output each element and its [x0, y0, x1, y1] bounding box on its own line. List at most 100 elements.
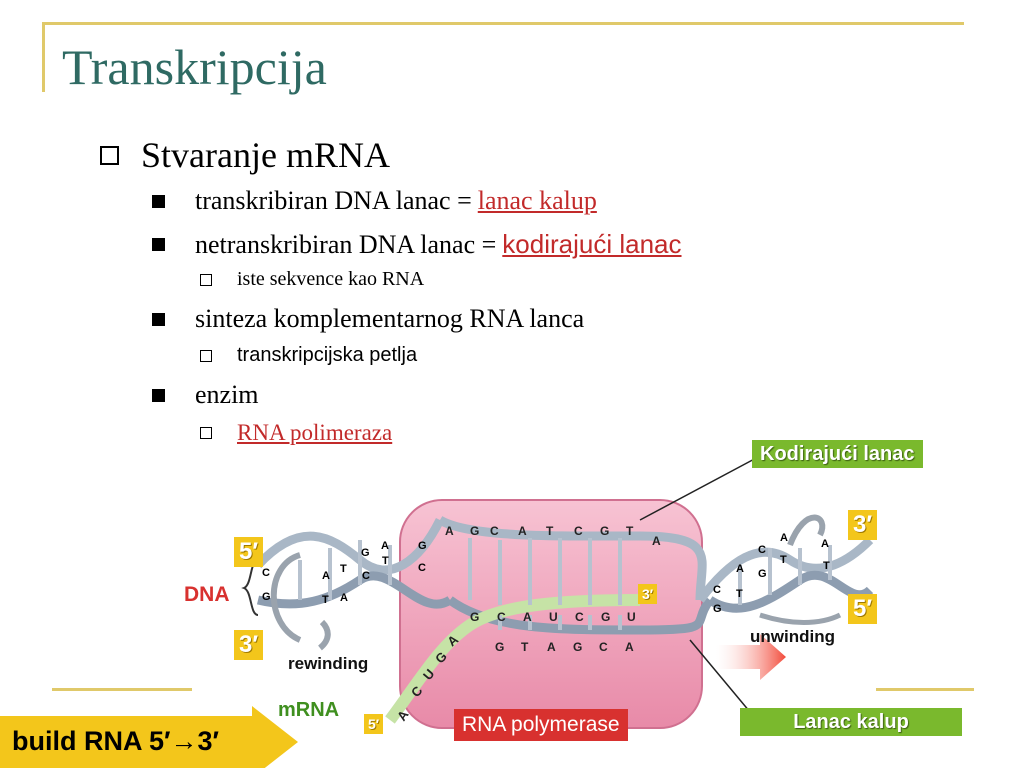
base-letter: T: [546, 524, 554, 538]
build-direction-label: build RNA 5′→3′: [12, 726, 219, 756]
helix-letter: C: [362, 570, 370, 582]
rna-letter: G: [470, 610, 480, 624]
sub-bullet-same-sequence: iste sekvence kao RNA: [200, 268, 424, 291]
right-helix-strand-bottom: [707, 570, 874, 613]
base-letter: A: [518, 524, 527, 538]
helix-letter: T: [780, 554, 787, 566]
checkbox-bullet-icon: [200, 427, 212, 439]
template-strand-link[interactable]: lanac kalup: [477, 186, 597, 215]
square-bullet-icon: [152, 312, 165, 326]
bottom-right-rule: [876, 688, 974, 691]
square-bullet-icon: [152, 238, 165, 251]
helix-letter: T: [382, 555, 389, 567]
base-letter: C: [574, 524, 583, 538]
template-letter: A: [547, 640, 556, 654]
slide-title: Transkripcija: [62, 39, 327, 95]
direction-arrow: [716, 634, 786, 680]
helix-letter: G: [713, 603, 722, 615]
rna-5-end-label: 5′: [364, 714, 384, 734]
base-letter: T: [626, 524, 634, 538]
square-bullet-icon: [152, 194, 165, 208]
sub-bullet-loop: transkripcijska petlja: [200, 344, 417, 367]
helix-letter: T: [823, 560, 830, 572]
unwinding-arrow-bottom: [759, 612, 842, 625]
dna-label: DNA: [184, 583, 230, 606]
rna-polymerase-label: RNA polymerase: [454, 709, 628, 741]
rna-letter: C: [575, 610, 584, 624]
base-letter: A: [652, 534, 661, 548]
unwinding-label: unwinding: [750, 627, 835, 646]
checkbox-bullet-icon: [100, 145, 119, 165]
rewinding-label: rewinding: [288, 654, 369, 673]
rna-letter: U: [549, 610, 558, 624]
helix-letter: C: [713, 584, 721, 596]
right-top-end-label: 3′: [848, 510, 878, 540]
rna-3-end-label: 3′: [638, 584, 658, 604]
heading-row: Stvaranje mRNA: [100, 134, 390, 176]
helix-letter: A: [780, 532, 788, 544]
sub-bullet-polymerase: RNA polimeraza: [200, 420, 392, 446]
helix-letter: G: [361, 547, 370, 559]
helix-letter: G: [262, 591, 271, 603]
helix-letter: T: [322, 594, 329, 606]
sub-bullet-text: transkripcijska petlja: [237, 344, 418, 366]
rna-letter: U: [627, 610, 636, 624]
bullet-enzyme: enzim: [152, 380, 259, 410]
mrna-label: mRNA: [278, 699, 340, 721]
helix-letter: T: [340, 563, 347, 575]
base-letter: G: [600, 524, 610, 538]
helix-letter: C: [262, 567, 270, 579]
bottom-left-rule: [52, 688, 192, 691]
left-bottom-end-label: 3′: [234, 630, 264, 660]
coding-strand-label: Kodirajući lanac: [752, 440, 923, 468]
bullet-template-strand: transkribiran DNA lanac = lanac kalup: [152, 186, 597, 216]
base-pair-rungs: [298, 538, 832, 630]
helix-letter: A: [322, 570, 330, 582]
template-strand-label: Lanac kalup: [740, 708, 962, 736]
bullet-text: netranskribiran DNA lanac =: [195, 229, 497, 259]
bullet-text: sinteza komplementarnog RNA lanca: [195, 304, 585, 333]
base-letter: C: [490, 524, 499, 538]
heading-text: Stvaranje mRNA: [141, 135, 390, 175]
template-letter: C: [599, 640, 608, 654]
rewinding-arrow-left: [270, 552, 302, 643]
rna-letter: C: [497, 610, 506, 624]
left-top-end-label: 5′: [234, 537, 264, 567]
bullet-text: transkribiran DNA lanac =: [195, 186, 472, 215]
checkbox-bullet-icon: [200, 273, 212, 286]
mrna-strand: [385, 594, 641, 724]
rna-letter: A: [523, 610, 532, 624]
bullet-coding-strand: netranskribiran DNA lanac = kodirajući l…: [152, 229, 682, 260]
helix-letter: G: [418, 540, 427, 552]
sub-bullet-text: iste sekvence kao RNA: [237, 268, 425, 290]
base-letter: A: [445, 524, 454, 538]
coding-strand-link[interactable]: kodirajući lanac: [502, 229, 682, 259]
template-letter: G: [495, 640, 505, 654]
build-arrow-shape: [0, 706, 298, 768]
unwinding-arrow-top: [787, 514, 826, 547]
template-letter: T: [521, 640, 529, 654]
bullet-text: enzim: [195, 380, 259, 409]
helix-letter: A: [340, 592, 348, 604]
dna-brace: [241, 559, 259, 616]
coding-strand: [437, 516, 707, 601]
coding-callout-line: [639, 455, 761, 521]
template-letter: A: [625, 640, 634, 654]
helix-letter: A: [736, 563, 744, 575]
frame-left-rule: [42, 22, 45, 92]
helix-letter: G: [758, 568, 767, 580]
helix-letter: A: [821, 538, 829, 550]
base-letter: G: [470, 524, 480, 538]
square-bullet-icon: [152, 388, 165, 402]
template-callout-line: [689, 639, 751, 713]
right-helix-strand-top: [696, 536, 874, 603]
rna-letter: G: [601, 610, 611, 624]
bullet-synthesis: sinteza komplementarnog RNA lanca: [152, 304, 584, 334]
helix-letter: A: [381, 540, 389, 552]
polymerase-link[interactable]: RNA polimeraza: [237, 420, 393, 445]
helix-letter: C: [418, 562, 426, 574]
checkbox-bullet-icon: [200, 349, 212, 362]
frame-top-rule: [42, 22, 964, 25]
helix-letter: T: [736, 588, 743, 600]
